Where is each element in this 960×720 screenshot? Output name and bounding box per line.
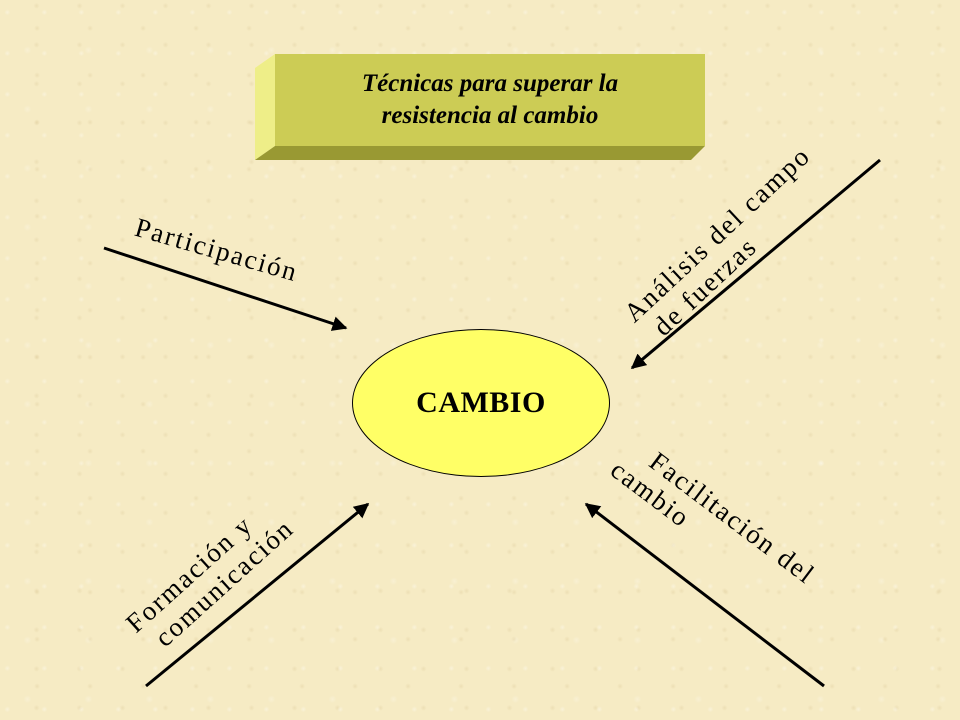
title-line-1: Técnicas para superar la xyxy=(361,70,619,97)
title-box-left-bevel xyxy=(255,54,275,160)
arrow-participacion xyxy=(103,246,348,331)
arrow-facilitacion xyxy=(584,502,825,688)
arrow-analisis xyxy=(630,158,881,370)
cambio-ellipse: CAMBIO xyxy=(352,329,610,477)
title-line-2: resistencia al cambio xyxy=(381,102,599,129)
title-box-face xyxy=(275,54,705,146)
arrow-formacion xyxy=(145,502,370,688)
title-box-bottom-bevel xyxy=(255,146,705,160)
title-heading: Técnicas para superar la resistencia al … xyxy=(275,54,705,146)
title-box: Técnicas para superar la resistencia al … xyxy=(255,54,705,162)
cambio-label: CAMBIO xyxy=(416,386,546,419)
title-box-shape xyxy=(255,54,705,160)
